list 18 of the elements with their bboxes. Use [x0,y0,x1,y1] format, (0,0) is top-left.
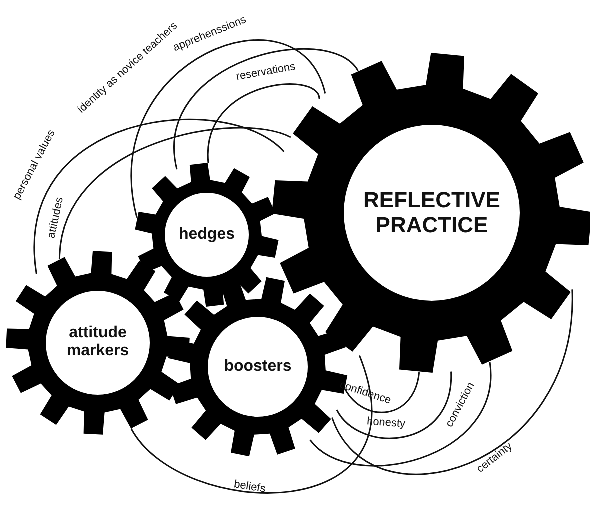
connector-arc [336,372,452,440]
edge-label: attitudes [46,196,66,240]
edge-label: honesty [366,416,406,430]
connector-arc [208,84,320,164]
connector-arc [310,362,492,467]
connector-arc [130,356,372,494]
gear-label: attitude markers [66,324,130,362]
gear-label: hedges [178,226,236,244]
connector-arc [344,372,420,414]
edge-label: beliefs [233,478,267,496]
gear-label: REFLECTIVE PRACTICE [362,188,502,238]
connector-arc [130,40,326,218]
gear-label: boosters [223,358,293,376]
connector-arc [332,290,574,476]
connector-arc [174,48,359,170]
connector-arc [58,127,292,260]
connector-arc [34,118,285,274]
edge-label: reservations [235,60,296,84]
